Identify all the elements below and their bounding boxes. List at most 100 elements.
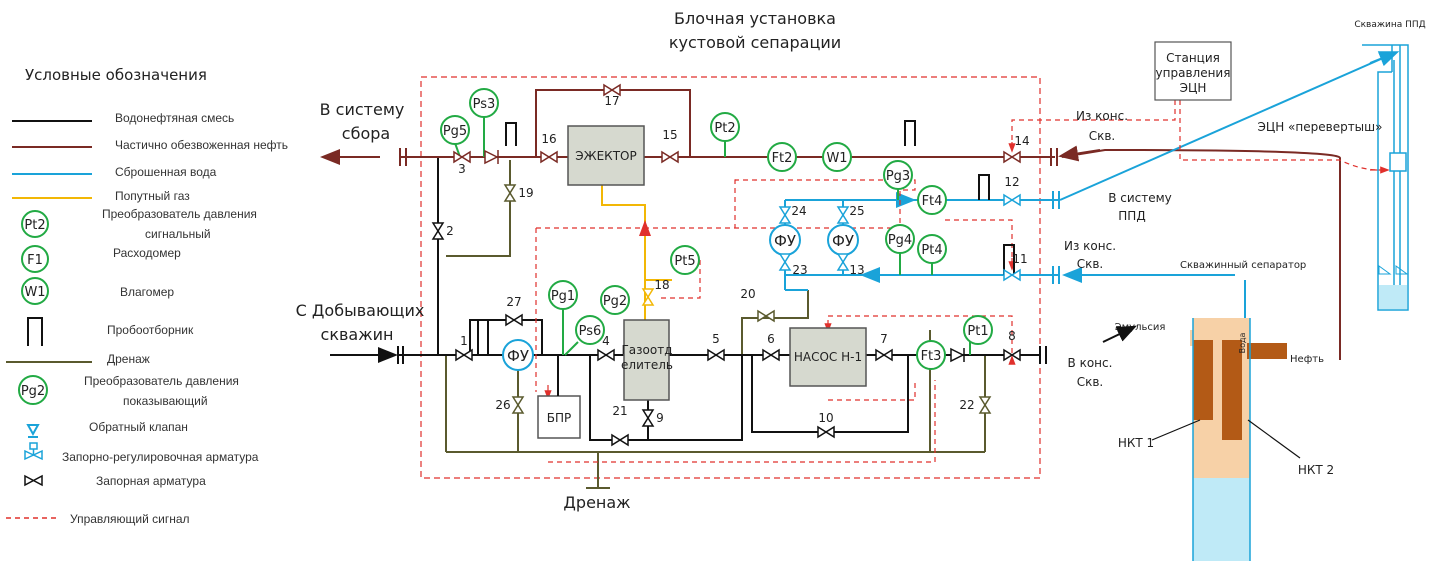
valve-22-label: 22: [959, 398, 974, 412]
instrument-pt5[interactable]: Pt5: [670, 245, 700, 275]
valve-5[interactable]: 5: [707, 332, 725, 362]
from-wells-1: С Добывающих: [296, 301, 425, 320]
valve-12[interactable]: 12: [1003, 175, 1021, 207]
instrument-ps3[interactable]: Ps3: [469, 88, 499, 157]
valve-4[interactable]: 4: [597, 334, 615, 362]
filter-unit-1[interactable]: ФУ: [502, 339, 534, 371]
valve-8-label: 8: [1008, 329, 1016, 343]
station-2: управления: [1156, 66, 1231, 80]
legend-water: Сброшенная вода: [115, 165, 217, 179]
valve-27[interactable]: 27: [505, 295, 523, 327]
filter-unit-24[interactable]: ФУ: [769, 224, 801, 256]
ppd-well-label: Скважина ППД: [1354, 20, 1425, 30]
valve-23-label: 23: [792, 263, 807, 277]
valve-10[interactable]: 10: [817, 411, 835, 439]
legend-oil-water: Водонефтяная смесь: [115, 111, 234, 125]
gas-separator-label-2: елитель: [621, 358, 673, 372]
valve-21[interactable]: 21: [611, 404, 629, 447]
instrument-pg4[interactable]: Pg4: [885, 224, 915, 275]
pg5-label: Pg5: [443, 124, 467, 139]
drain-lines: [445, 160, 986, 489]
instrument-w1[interactable]: W1: [822, 142, 852, 172]
gas-separator[interactable]: [623, 319, 670, 401]
valve-22[interactable]: 22: [959, 396, 992, 414]
to-kons-1: В конс.: [1068, 356, 1113, 370]
pt5-label: Pt5: [674, 254, 695, 269]
instrument-pg5[interactable]: Pg5: [440, 115, 470, 158]
from-kons-top-1: Из конс.: [1076, 109, 1128, 123]
valve-16[interactable]: 16: [540, 132, 558, 164]
valve-1-label: 1: [460, 334, 468, 348]
valve-8[interactable]: 8: [1003, 329, 1021, 362]
legend: Условные обозначения Водонефтяная смесь …: [6, 66, 288, 526]
valve-20[interactable]: 20: [740, 287, 775, 323]
valve-9-label: 9: [656, 411, 664, 425]
valve-19-label: 19: [518, 186, 533, 200]
valve-18[interactable]: 18: [641, 278, 670, 306]
valve-9[interactable]: 9: [641, 409, 664, 427]
legend-shutoff-valve-icon: [24, 474, 43, 487]
legend-check-valve: Обратный клапан: [89, 420, 188, 434]
check-valve-1[interactable]: [484, 149, 499, 165]
pt2-label: Pt2: [714, 121, 735, 136]
valve-4-label: 4: [602, 334, 610, 348]
ppd-arrow: [1369, 51, 1400, 67]
esp-control-station[interactable]: [1154, 41, 1232, 101]
valve-3[interactable]: 3: [453, 150, 471, 176]
valve-26[interactable]: 26: [495, 396, 525, 414]
kons-in-arrow: [1058, 145, 1101, 162]
pg2-label: Pg2: [603, 294, 627, 309]
valve-1[interactable]: 1: [455, 334, 473, 362]
valve-5-label: 5: [712, 332, 720, 346]
instrument-ps6[interactable]: Ps6: [564, 315, 605, 356]
ejector[interactable]: [567, 125, 645, 186]
valve-24-label: 24: [791, 204, 806, 218]
bpr-unit[interactable]: [537, 395, 581, 439]
valve-19[interactable]: 19: [503, 184, 534, 202]
instrument-pt4[interactable]: Pt4: [917, 234, 947, 275]
ps3-label: Ps3: [473, 97, 496, 112]
legend-pg-symbol: Pg2: [21, 384, 45, 399]
instrument-ft4[interactable]: Ft4: [917, 185, 947, 215]
legend-sampler-icon: [27, 317, 43, 346]
valve-20-label: 20: [740, 287, 755, 301]
valve-23[interactable]: 23: [778, 253, 808, 277]
valve-13[interactable]: 13: [836, 253, 865, 277]
valve-14-label: 14: [1014, 134, 1029, 148]
instrument-ft3[interactable]: Ft3: [916, 340, 946, 370]
oil-label: Нефть: [1290, 354, 1324, 365]
valve-6[interactable]: 6: [762, 332, 780, 362]
valve-7[interactable]: 7: [875, 332, 893, 362]
valve-18-label: 18: [654, 278, 669, 292]
instrument-ft2[interactable]: Ft2: [767, 142, 797, 172]
instrument-pt1[interactable]: Pt1: [963, 315, 993, 355]
ppd-well: [1362, 44, 1409, 311]
valve-2-label: 2: [446, 224, 454, 238]
valve-17[interactable]: 17: [603, 83, 621, 108]
instrument-pg3[interactable]: Pg3: [883, 160, 913, 200]
instrument-pg1[interactable]: Pg1: [548, 280, 578, 355]
filter-unit-25[interactable]: ФУ: [827, 224, 859, 256]
valve-2[interactable]: 2: [431, 222, 454, 240]
valve-25[interactable]: 25: [836, 204, 865, 224]
valve-24[interactable]: 24: [778, 204, 807, 224]
ft4-label: Ft4: [922, 194, 943, 209]
check-valve-2[interactable]: [950, 347, 965, 363]
pt1-label: Pt1: [967, 324, 988, 339]
bpr-label: БПР: [547, 411, 572, 425]
legend-check-valve-icon: [26, 424, 40, 438]
instrument-pg2[interactable]: Pg2: [600, 285, 630, 315]
valve-3-label: 3: [458, 162, 466, 176]
from-kons-mid-2: Скв.: [1077, 257, 1104, 271]
station-3: ЭЦН: [1180, 81, 1207, 95]
legend-moisture-icon: [21, 277, 49, 305]
pump-h1[interactable]: [789, 327, 867, 387]
valve-14[interactable]: 14: [1003, 134, 1030, 164]
legend-shutoff-valve: Запорная арматура: [96, 474, 206, 488]
valve-11[interactable]: 11: [1003, 252, 1028, 282]
valve-15[interactable]: 15: [661, 128, 679, 164]
instrument-pt2[interactable]: Pt2: [710, 112, 740, 157]
title-line-1: Блочная установка: [674, 9, 836, 28]
legend-flow: Расходомер: [113, 246, 181, 260]
valve-10-label: 10: [818, 411, 833, 425]
